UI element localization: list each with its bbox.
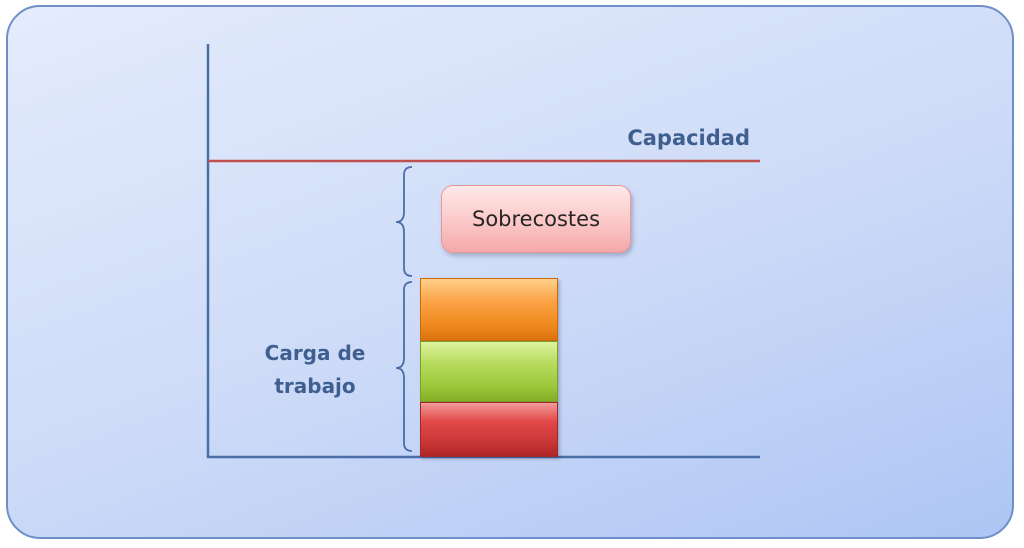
overcost-label: Sobrecostes [471,207,601,231]
workload-block-middle [420,341,558,402]
workload-label-line-1: Carga de [264,341,366,365]
workload-block-bottom [420,402,558,457]
capacity-label: Capacidad [627,126,750,150]
workload-label: Carga de trabajo [240,337,390,403]
workload-block-top [420,278,558,341]
overcost-brace [395,166,413,277]
workload-brace [395,281,413,452]
overcost-box: Sobrecostes [441,185,631,253]
workload-label-line-2: trabajo [274,374,356,398]
